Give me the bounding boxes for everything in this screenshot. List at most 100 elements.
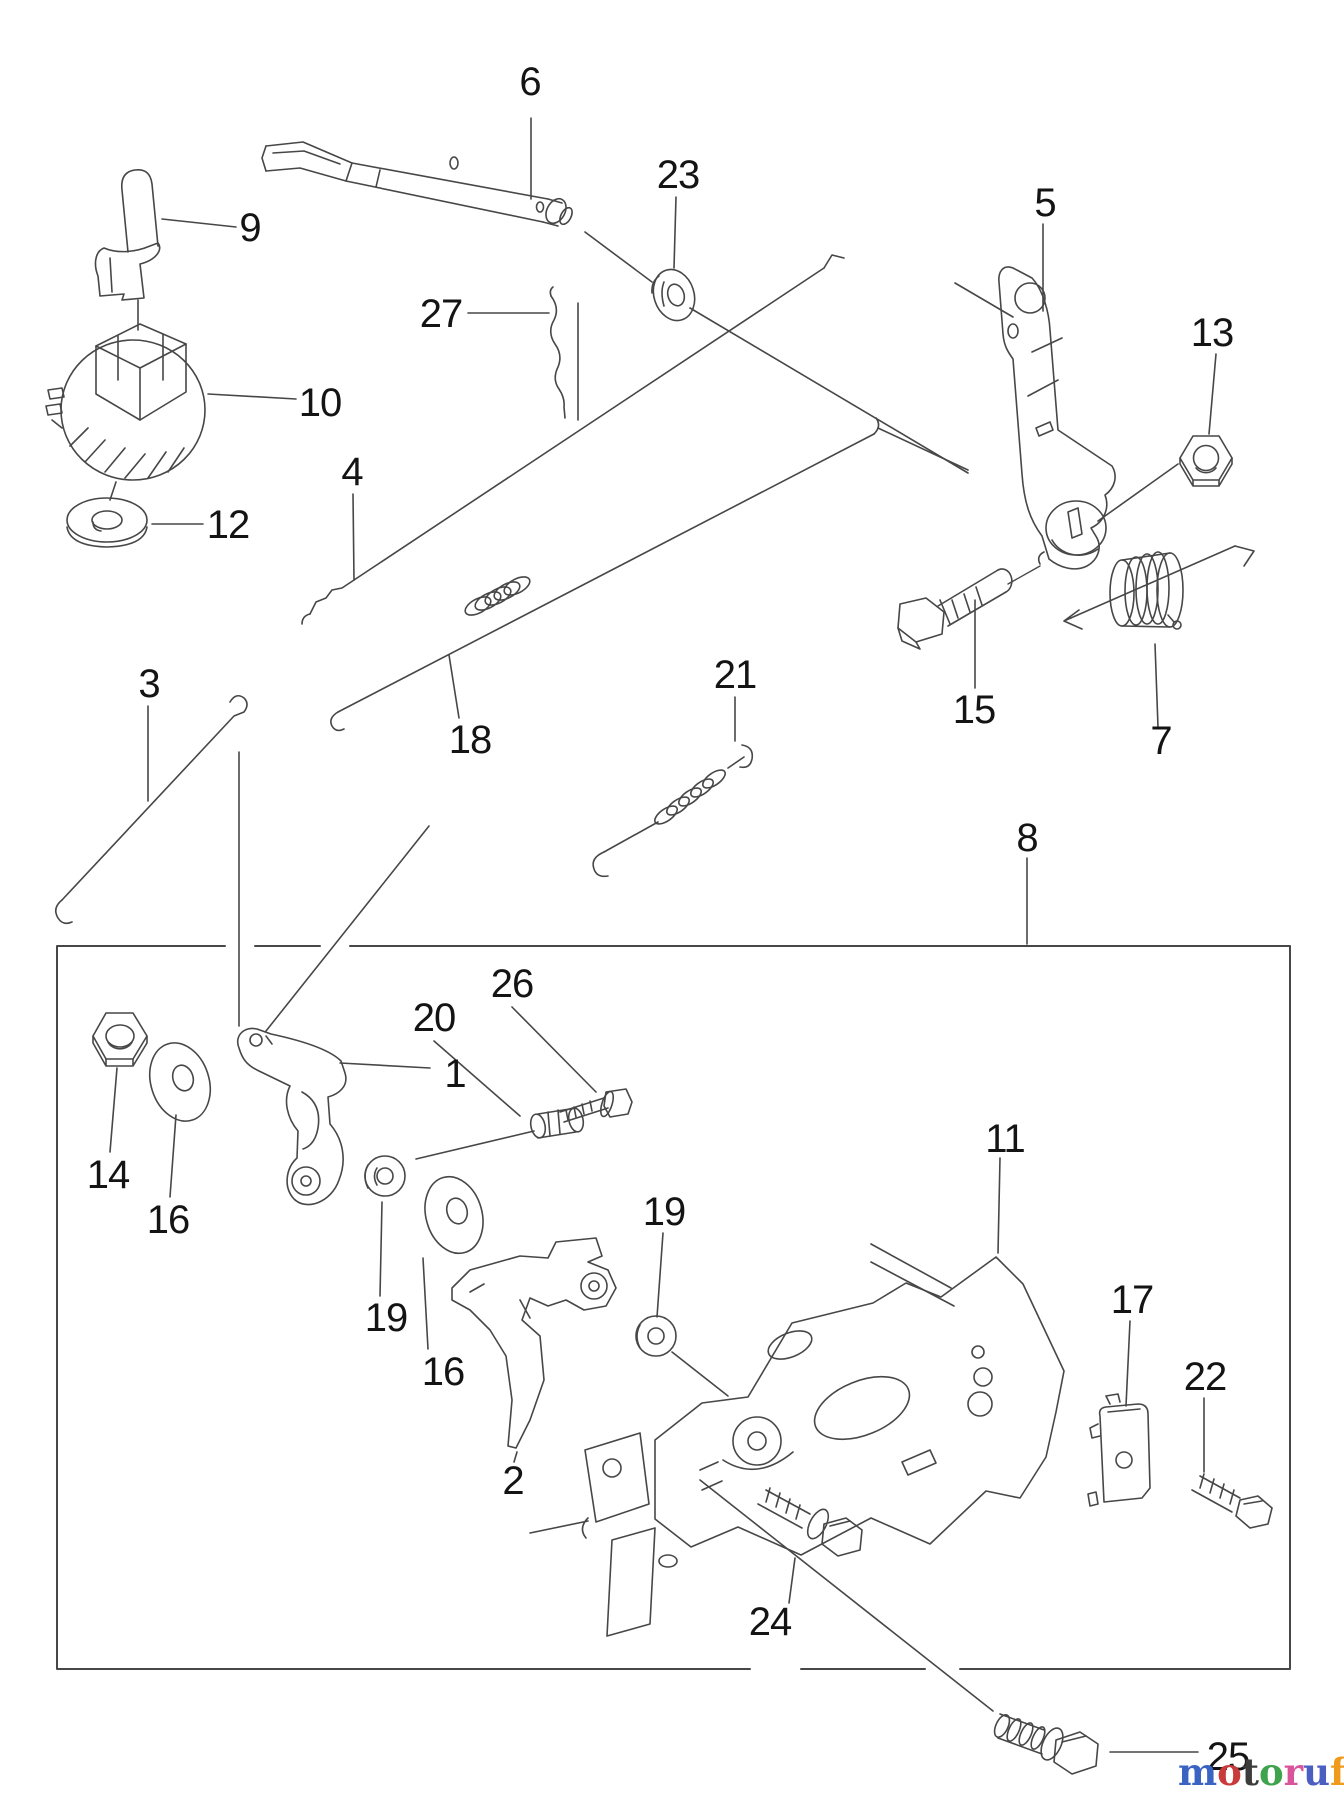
part-19-first-drawing-segment — [376, 1167, 394, 1185]
part-label-5: 5 — [1034, 181, 1056, 225]
watermark-word: motoruf — [1178, 1750, 1344, 1794]
leader-lines-segment — [656, 1232, 664, 1318]
part-label-15: 15 — [952, 688, 996, 732]
part-label-11: 11 — [985, 1117, 1026, 1161]
part-4-drawing-segment — [823, 254, 845, 269]
watermark-letter-1: o — [1217, 1750, 1242, 1794]
part-10-drawing-segment — [109, 481, 117, 501]
part-7-drawing-segment — [1146, 551, 1170, 625]
part-1-drawing-segment — [291, 1166, 321, 1196]
part-6-drawing-segment — [345, 162, 381, 188]
watermark-letter-2: t — [1241, 1750, 1259, 1794]
part-17-drawing-segment — [1087, 1491, 1099, 1507]
leader-lines-segment — [671, 1351, 729, 1397]
leader-lines-segment — [529, 1520, 589, 1534]
part-25-drawing-segment — [1030, 1726, 1046, 1750]
part-12-drawing — [66, 497, 148, 548]
part-13-drawing-segment — [1195, 467, 1217, 474]
leader-lines-segment — [513, 1451, 518, 1463]
part-14-drawing-segment — [107, 1041, 133, 1050]
part-24-drawing-segment — [821, 1517, 863, 1557]
part-11-drawing-segment — [658, 1554, 678, 1568]
part-label-22: 22 — [1183, 1355, 1227, 1399]
part-19-second-drawing-segment — [635, 1315, 677, 1357]
part-9-drawing — [94, 168, 161, 331]
part-10-drawing — [45, 323, 206, 501]
part-label-19: 19 — [642, 1190, 686, 1234]
part-1-drawing-segment — [249, 1033, 263, 1047]
part-18-drawing — [330, 417, 880, 732]
part-11-drawing-segment — [654, 1256, 1065, 1556]
part-6-drawing-segment — [449, 156, 459, 170]
part-label-1: 1 — [444, 1052, 466, 1096]
part-12-drawing-segment — [66, 497, 148, 543]
part-label-16: 16 — [146, 1198, 190, 1242]
part-21-drawing-segment — [702, 769, 726, 789]
leader-lines-segment — [584, 231, 653, 283]
part-15-drawing-segment — [897, 627, 921, 650]
part-16-second-drawing-segment — [424, 1175, 484, 1255]
part-15-drawing-segment — [939, 586, 983, 625]
part-11-drawing-segment — [584, 1432, 650, 1523]
leader-lines — [109, 117, 1255, 1753]
part-11-drawing-segment — [813, 1375, 911, 1441]
part-8-boundary-box-segment — [56, 945, 1291, 1670]
part-19-second-drawing-segment — [636, 1324, 641, 1349]
part-17-drawing-segment — [1115, 1451, 1133, 1469]
part-2-drawing-segment — [588, 1280, 600, 1292]
part-15-drawing-segment — [997, 568, 1013, 593]
part-24-drawing-segment — [757, 1489, 811, 1529]
part-26-drawing-segment — [599, 1090, 615, 1118]
part-1-drawing-segment — [237, 1027, 347, 1206]
part-27-drawing — [549, 286, 579, 421]
part-19-first-drawing-segment — [373, 1167, 378, 1186]
part-23-drawing-segment — [652, 268, 696, 322]
part-19-first-drawing-segment — [364, 1164, 369, 1189]
part-label-19: 19 — [364, 1296, 408, 1340]
part-26-drawing-segment — [565, 1100, 593, 1121]
leader-lines-segment — [997, 1157, 1001, 1254]
watermark-letter-3: o — [1258, 1750, 1284, 1794]
part-16-second-drawing-segment — [445, 1197, 469, 1225]
leader-lines-segment — [169, 1114, 177, 1198]
part-17-drawing-segment — [1098, 1403, 1151, 1503]
leader-lines-segment — [448, 654, 460, 719]
part-label-20: 20 — [412, 996, 456, 1040]
part-25-drawing-segment — [1018, 1722, 1034, 1746]
leader-lines-segment — [511, 1006, 597, 1093]
part-19-second-drawing — [635, 1315, 677, 1357]
leader-lines-segment — [415, 1130, 535, 1160]
part-3-drawing-segment — [61, 694, 248, 901]
part-1-drawing-segment — [301, 1091, 320, 1150]
part-11-drawing-segment — [732, 1416, 782, 1466]
leader-lines-segment — [1154, 643, 1159, 728]
part-label-26: 26 — [490, 962, 534, 1006]
part-11-drawing-segment — [606, 1527, 656, 1637]
part-5-drawing-segment — [1014, 282, 1046, 314]
part-24-drawing-segment — [806, 1508, 830, 1540]
part-6-drawing-segment — [542, 198, 563, 227]
part-label-21: 21 — [713, 653, 757, 697]
part-15-drawing-segment — [937, 569, 1007, 627]
part-20-drawing-segment — [547, 1109, 561, 1137]
watermark: motoruf.de — [1178, 1754, 1344, 1791]
part-10-drawing-segment — [95, 343, 187, 421]
part-9-drawing-segment — [120, 168, 159, 253]
part-14-drawing-segment — [92, 1035, 148, 1067]
part-label-4: 4 — [341, 450, 363, 494]
part-label-16: 16 — [421, 1350, 465, 1394]
part-11-drawing-segment — [581, 1517, 589, 1539]
part-18-drawing-segment — [474, 591, 502, 611]
part-11-drawing-segment — [967, 1391, 993, 1417]
part-11-drawing-segment — [973, 1367, 993, 1387]
part-8-boundary-box — [56, 945, 1291, 1670]
part-21-drawing-segment — [727, 756, 745, 769]
part-25-drawing-segment — [993, 1714, 1011, 1738]
part-5-drawing-segment — [1067, 507, 1083, 539]
part-label-9: 9 — [239, 206, 261, 250]
part-label-24: 24 — [748, 1600, 792, 1644]
part-16-first-drawing-segment — [148, 1042, 212, 1122]
part-17-drawing-segment — [1107, 1408, 1141, 1413]
part-23-drawing — [651, 268, 696, 322]
part-21-drawing — [592, 744, 754, 878]
